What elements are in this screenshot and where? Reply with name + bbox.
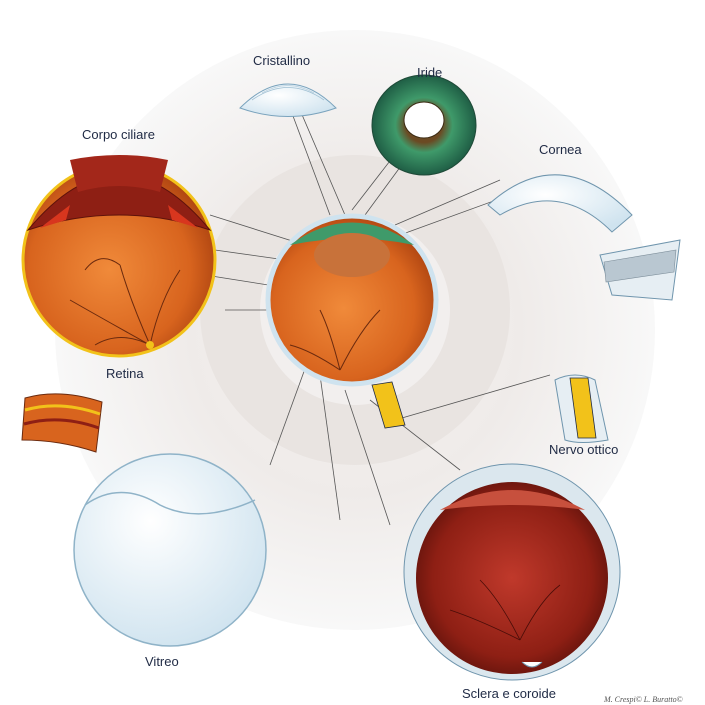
ciliary-body-eye [21,155,217,358]
optic-nerve-illustration [554,374,609,443]
vitreous-illustration [73,453,267,647]
sclera-choroid-eye [403,463,621,681]
label-vitreo: Vitreo [145,654,179,669]
label-nervo-ottico: Nervo ottico [549,442,619,457]
retina-sample [21,393,103,453]
label-iride: Iride [417,65,443,80]
cornea-illustration [487,174,681,301]
label-corpo-ciliare: Corpo ciliare [82,127,155,142]
iris-illustration [371,74,477,176]
central-eye [265,213,439,429]
label-cornea: Cornea [539,142,582,157]
lens-illustration [239,83,337,117]
label-cristallino: Cristallino [253,53,311,68]
credit-text: M. Crespi© L. Buratto© [604,695,683,704]
label-retina: Retina [106,366,144,381]
label-sclera-coroide: Sclera e coroide [462,686,556,701]
